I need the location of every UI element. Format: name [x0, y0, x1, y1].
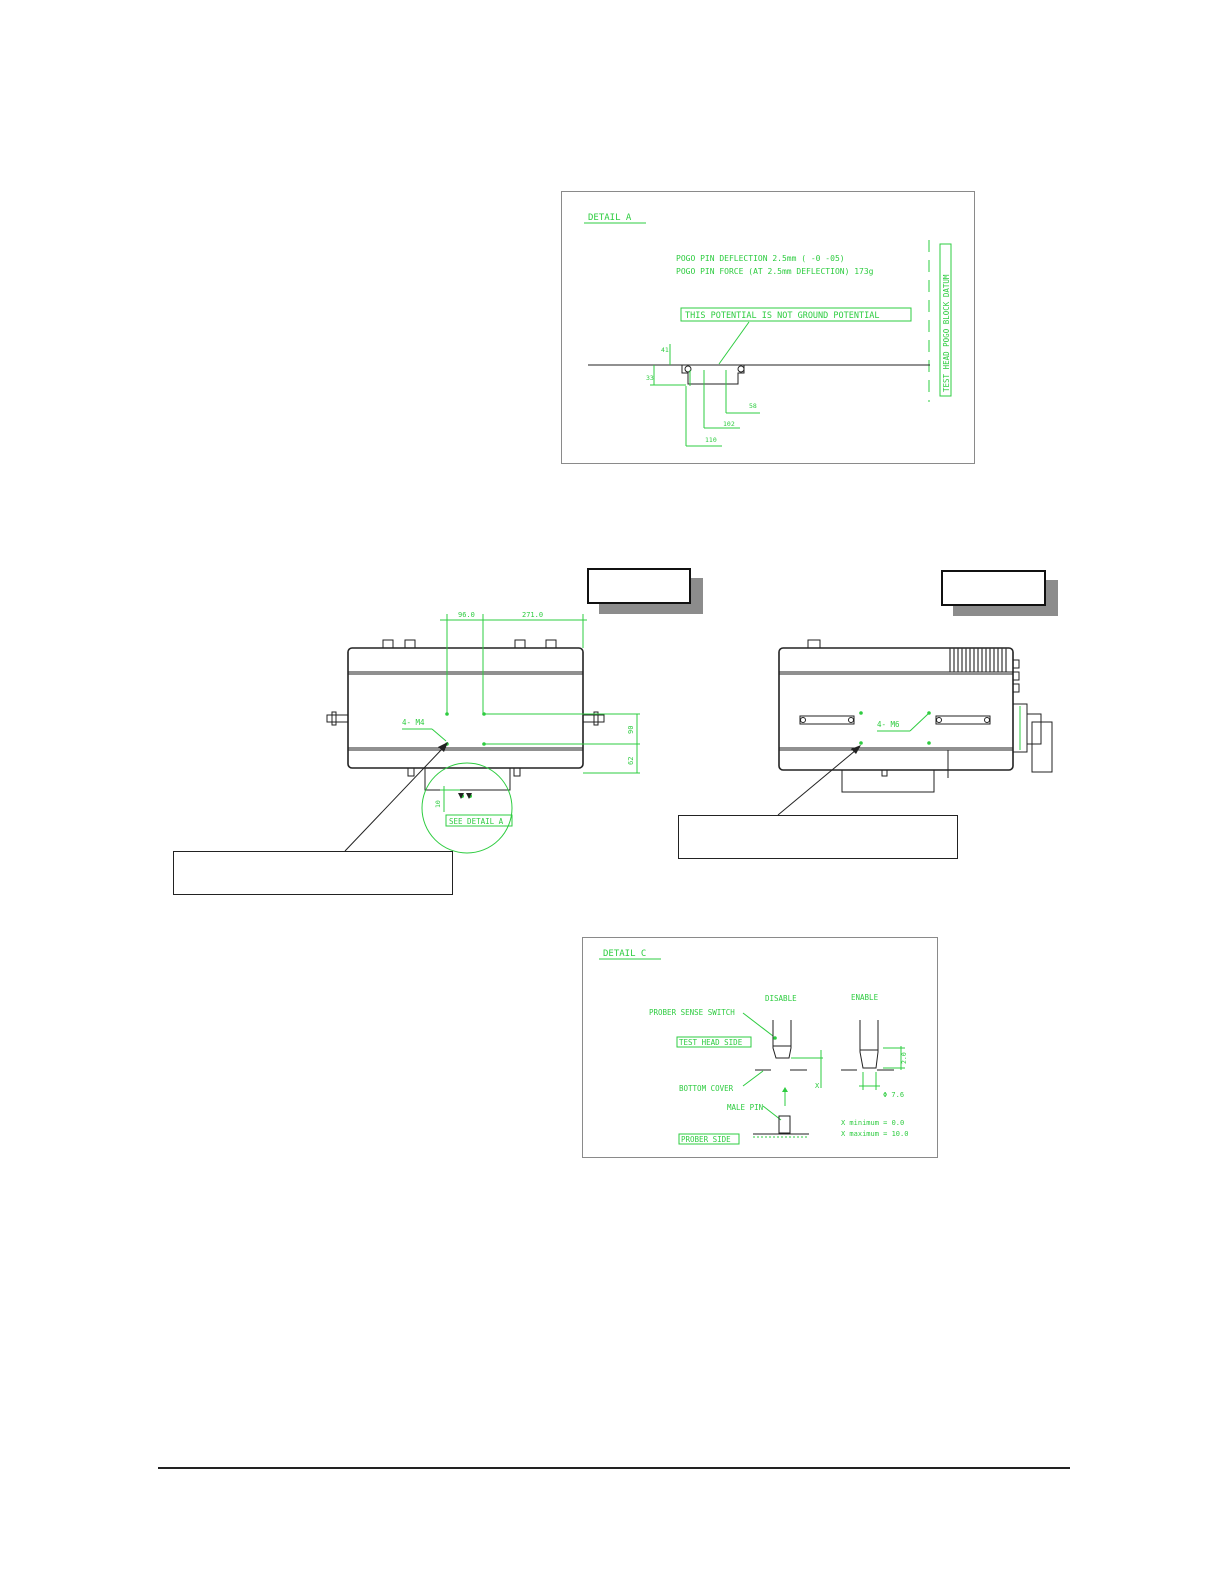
x-min: X minimum = 0.0 [841, 1119, 904, 1127]
pogo-block-datum-label: TEST HEAD POGO BLOCK DATUM [942, 274, 951, 392]
potential-note: THIS POTENTIAL IS NOT GROUND POTENTIAL [685, 311, 879, 321]
detail-a-drawing: DETAIL A POGO PIN DEFLECTION 2.5mm ( -0 … [584, 213, 952, 447]
callout-box-right [678, 815, 958, 859]
detail-c-title: DETAIL C [603, 949, 646, 959]
see-detail-a: SEE DETAIL A [449, 817, 504, 826]
x-max: X maximum = 10.0 [841, 1130, 908, 1138]
callout-box-left [173, 851, 453, 895]
screw-label-m4: 4- M4 [402, 718, 425, 727]
dim-right-top: 90 [627, 726, 635, 734]
enable-label: ENABLE [851, 993, 879, 1002]
dim-vertical: 2.0 [900, 1052, 908, 1064]
detail-c-drawing: DETAIL C DISABLE ENABLE PROBER SENSE SWI… [599, 949, 908, 1145]
detail-c-panel: DETAIL C DISABLE ENABLE PROBER SENSE SWI… [582, 937, 938, 1158]
dim-271: 271.0 [522, 611, 543, 619]
dim-102: 102 [723, 420, 735, 428]
detail-a-title: DETAIL A [588, 213, 632, 223]
view-tag-left [587, 568, 691, 604]
dim-33: 33 [646, 374, 654, 382]
screw-label-m6: 4- M6 [877, 720, 900, 729]
bottom-cover-label: BOTTOM COVER [679, 1084, 734, 1093]
prober-side-label: PROBER SIDE [681, 1135, 731, 1144]
dim-small: 10 [434, 800, 442, 808]
dim-right-bottom: 62 [627, 757, 635, 765]
sense-switch-label: PROBER SENSE SWITCH [649, 1008, 735, 1017]
dim-110: 110 [705, 436, 717, 444]
disable-label: DISABLE [765, 994, 797, 1003]
dim-41: 41 [661, 346, 669, 354]
dim-96: 96.0 [458, 611, 475, 619]
view-tag-right [941, 570, 1046, 606]
footer-rule [158, 1467, 1070, 1469]
diameter-label: Φ 7.6 [883, 1091, 904, 1099]
dim-58: 58 [749, 402, 757, 410]
x-label: X [815, 1082, 820, 1090]
detail-a-panel: DETAIL A POGO PIN DEFLECTION 2.5mm ( -0 … [561, 191, 975, 464]
force-spec: POGO PIN FORCE (AT 2.5mm DEFLECTION) 173… [676, 267, 874, 276]
male-pin-label: MALE PIN [727, 1103, 763, 1112]
deflection-spec: POGO PIN DEFLECTION 2.5mm ( -0 -05) [676, 254, 845, 263]
test-head-side-label: TEST HEAD SIDE [679, 1038, 743, 1047]
